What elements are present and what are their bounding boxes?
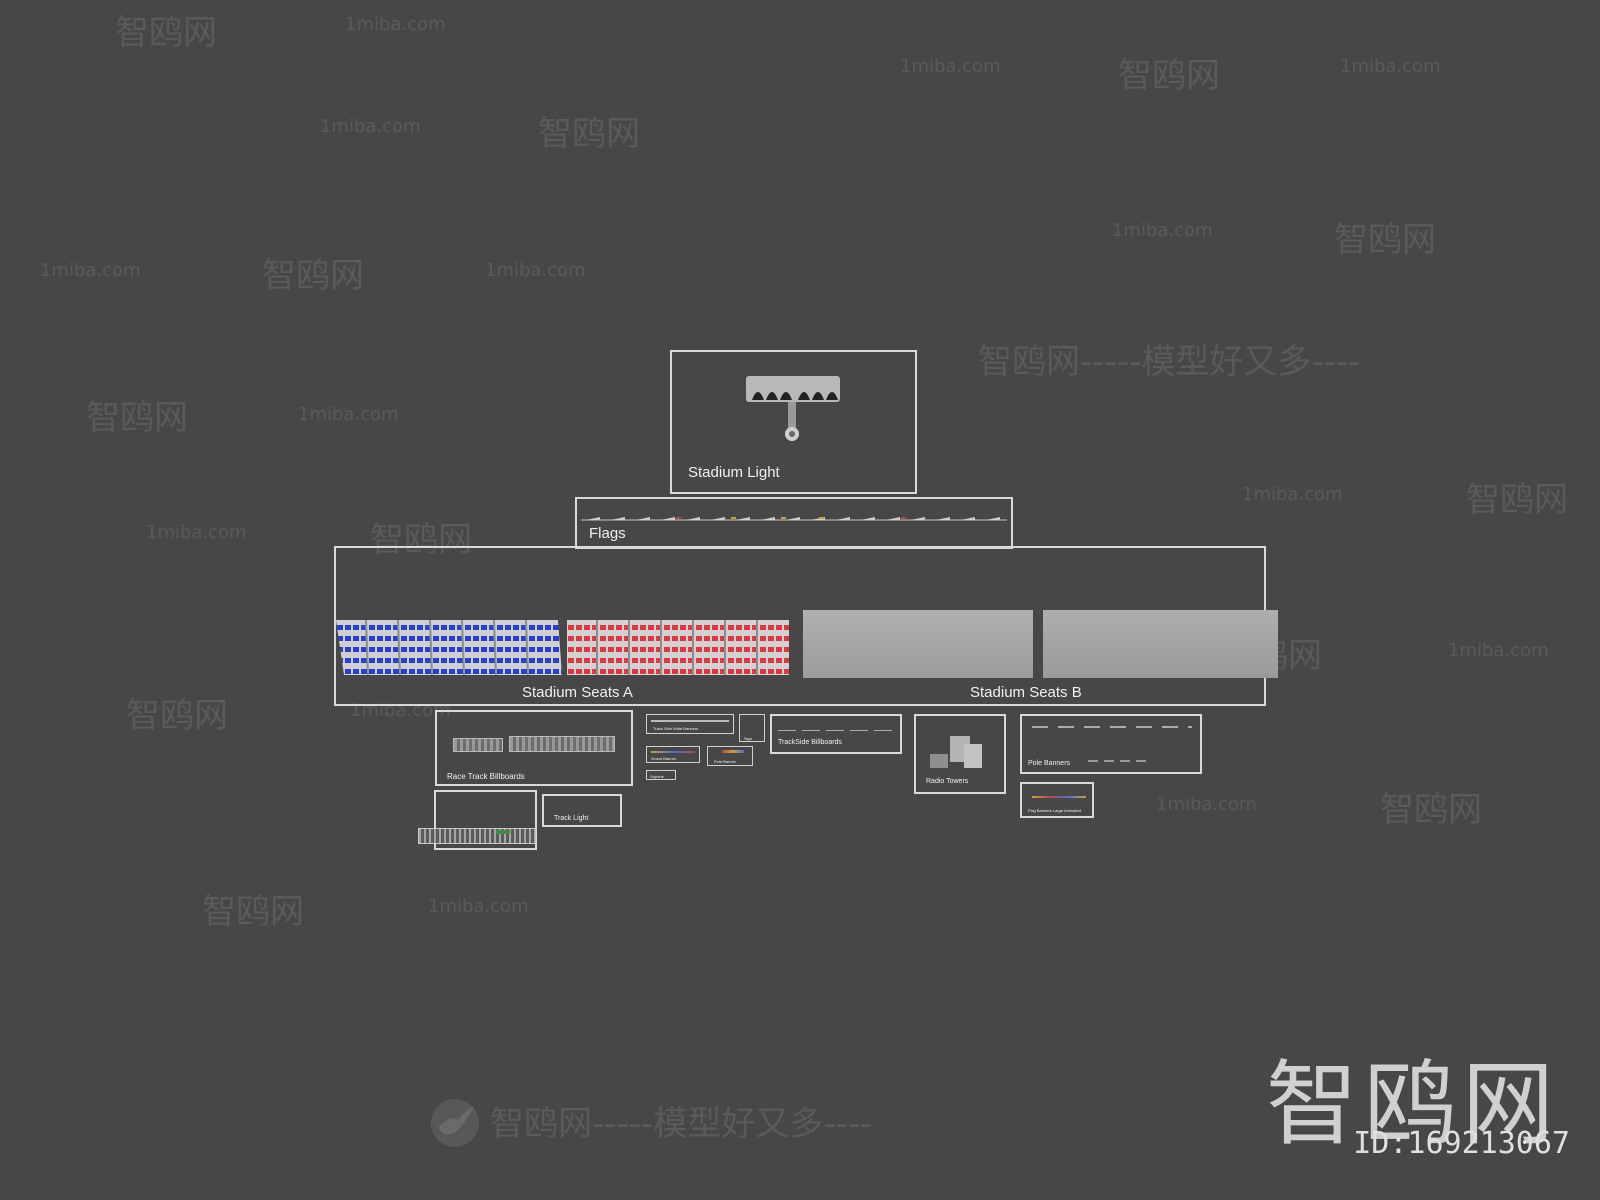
- bird-logo-icon: [428, 1096, 482, 1150]
- pole-banners-label: Pole Banners: [1028, 760, 1071, 767]
- watermark-slogan: 智鸥网-----模型好又多----: [978, 342, 1361, 382]
- watermark-domain: 1miba.com: [485, 260, 586, 281]
- watermark-domain: 1miba.com: [1242, 484, 1343, 505]
- pole-banner-small-frame[interactable]: Pole Banner: [707, 746, 753, 766]
- pole-banner-small-label: Pole Banner: [714, 759, 737, 764]
- track-light-label: Track Light: [554, 815, 589, 822]
- pole-banners-model-bottom: [1088, 760, 1148, 762]
- watermark-brand: 智鸥网: [1334, 220, 1436, 260]
- track-side-wide-banners-frame[interactable]: Track Side Wide Banners: [646, 714, 734, 734]
- watermark-brand: 智鸥网: [202, 892, 304, 932]
- flag-banners-model: [1032, 796, 1086, 798]
- stadium-light-model: [744, 376, 842, 442]
- radio-towers-frame[interactable]: Radio Towers: [914, 714, 1006, 794]
- track-light-frame[interactable]: Track Light: [542, 794, 622, 827]
- race-track-billboards-label: Race Track Billboards: [447, 772, 525, 781]
- logo-brand: 智鸥网: [1265, 1051, 1560, 1158]
- flags-model: [581, 511, 1007, 521]
- watermark-brand: 智鸥网: [370, 520, 472, 560]
- watermark-domain: 1miba.com: [428, 896, 529, 917]
- truss-model: [418, 828, 536, 844]
- watermark-slogan: 智鸥网-----模型好又多----: [490, 1104, 873, 1144]
- watermark-brand: 智鸥网: [538, 114, 640, 154]
- watermark-brand: 智鸥网: [115, 13, 217, 53]
- watermark-domain: 1miba.com: [900, 56, 1001, 77]
- watermark-domain: 1miba.com: [1340, 56, 1441, 77]
- soporte-label: Soporte: [650, 774, 665, 779]
- trackside-billboards-frame[interactable]: TrackSide Billboards: [770, 714, 902, 754]
- soporte-frame[interactable]: Soporte: [646, 770, 676, 780]
- radio-tower-model-c: [930, 754, 948, 768]
- trackside-billboards-model: [778, 730, 896, 731]
- stadium-light-frame[interactable]: Stadium Light: [670, 350, 917, 494]
- stadium-seats-a-blue: [336, 619, 562, 676]
- watermark-domain: 1miba.com: [320, 116, 421, 137]
- pole-banners-model-top: [1032, 726, 1192, 728]
- watermark-domain: 1miba.com: [40, 260, 141, 281]
- flags-frame[interactable]: Flags: [575, 497, 1013, 549]
- watermark-domain: 1miba.com: [345, 14, 446, 35]
- radio-towers-label: Radio Towers: [926, 778, 969, 785]
- pole-banners-frame[interactable]: Pole Banners: [1020, 714, 1202, 774]
- watermark-brand: 智鸥网: [86, 398, 188, 438]
- watermark-brand: 智鸥网: [262, 256, 364, 296]
- flag-banners-label: Flag Banners Large Animated: [1028, 808, 1081, 813]
- watermark-domain: 1miba.com: [298, 404, 399, 425]
- truss-accent: [496, 830, 510, 834]
- flag-banners-frame[interactable]: Flag Banners Large Animated: [1020, 782, 1094, 818]
- watermark-domain: 1miba.com: [1156, 794, 1257, 815]
- billboard-model-small: [453, 738, 503, 752]
- watermark-domain: 1miba.com: [1112, 220, 1213, 241]
- stadium-seats-a-label: Stadium Seats A: [522, 684, 633, 701]
- grand-banner-model: [651, 751, 695, 753]
- pole-banner-small-model: [722, 750, 744, 753]
- stadium-seats-a-red: [567, 620, 789, 675]
- watermark-brand: 智鸥网: [126, 696, 228, 736]
- small-sign-label: Sign: [744, 736, 753, 741]
- stadium-seats-b-block-1: [803, 610, 1033, 678]
- stadium-seats-b-block-2: [1043, 610, 1278, 678]
- watermark-brand: 智鸥网: [1118, 56, 1220, 96]
- logo-id: ID:169213067: [1353, 1126, 1570, 1161]
- grand-banner-frame[interactable]: Grand Banner: [646, 746, 700, 763]
- billboard-model-large: [509, 736, 615, 752]
- watermark-brand: 智鸥网: [1380, 790, 1482, 830]
- race-track-billboards-frame[interactable]: Race Track Billboards: [435, 710, 633, 786]
- wide-banner-model: [651, 720, 729, 722]
- watermark-brand: 智鸥网: [1466, 480, 1568, 520]
- watermark-domain: 1miba.com: [146, 522, 247, 543]
- small-sign-frame[interactable]: Sign: [739, 714, 765, 742]
- stadium-seats-b-label: Stadium Seats B: [970, 684, 1082, 701]
- flags-label: Flags: [589, 525, 626, 542]
- truss-frame[interactable]: [418, 790, 537, 850]
- grand-banner-label: Grand Banner: [651, 756, 677, 761]
- stadium-light-label: Stadium Light: [688, 464, 780, 481]
- watermark-domain: 1miba.com: [1448, 640, 1549, 661]
- radio-tower-model-b: [964, 744, 982, 768]
- track-side-wide-banners-label: Track Side Wide Banners: [653, 726, 699, 731]
- trackside-billboards-label: TrackSide Billboards: [778, 739, 842, 746]
